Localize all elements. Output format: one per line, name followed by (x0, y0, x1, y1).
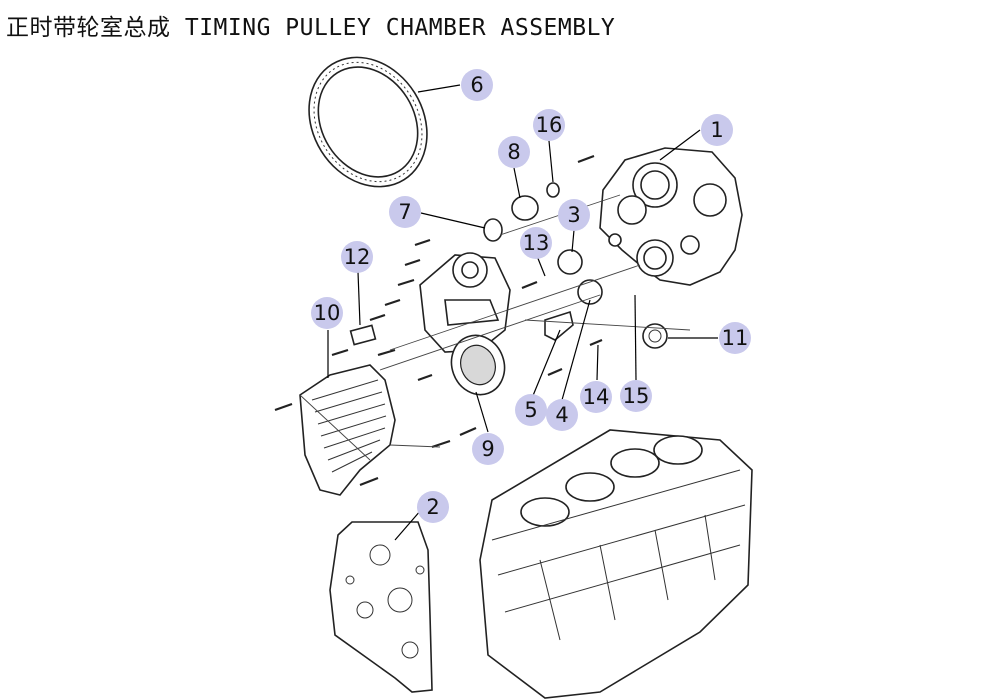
callout-9: 9 (472, 433, 504, 465)
callout-16: 16 (533, 109, 565, 141)
engine-block-illustration (479, 429, 753, 699)
callout-number: 13 (523, 231, 550, 255)
callout-6: 6 (461, 69, 493, 101)
callout-number: 10 (314, 301, 341, 325)
callout-15: 15 (620, 380, 652, 412)
callout-number: 6 (470, 73, 483, 97)
callout-number: 9 (481, 437, 494, 461)
callout-8: 8 (498, 136, 530, 168)
small-parts-illustration (349, 182, 668, 349)
callout-number: 1 (710, 118, 723, 142)
callout-number: 7 (398, 200, 411, 224)
callout-7: 7 (389, 196, 421, 228)
timing-cover-illustration (299, 364, 396, 496)
callout-1: 1 (701, 114, 733, 146)
callout-14: 14 (580, 381, 612, 413)
gasket-illustration (329, 521, 433, 693)
timing-belt-illustration (308, 56, 428, 188)
title-zh: 正时带轮室总成 (6, 15, 171, 41)
assembly-guide-lines (299, 194, 691, 461)
front-case-illustration (599, 147, 743, 286)
callout-13: 13 (520, 227, 552, 259)
callout-number: 2 (426, 495, 439, 519)
callout-3: 3 (558, 199, 590, 231)
page-title: 正时带轮室总成 TIMING PULLEY CHAMBER ASSEMBLY (6, 8, 615, 42)
leader-lines (327, 84, 718, 541)
callout-number: 14 (583, 385, 610, 409)
callout-2: 2 (417, 491, 449, 523)
pulley-plate-illustration (450, 334, 506, 396)
callout-number: 4 (555, 403, 568, 427)
callout-number: 12 (344, 245, 371, 269)
callout-number: 16 (536, 113, 563, 137)
pump-bracket-illustration (419, 252, 511, 353)
callout-number: 5 (524, 398, 537, 422)
callout-12: 12 (341, 241, 373, 273)
callout-10: 10 (311, 297, 343, 329)
callout-number: 15 (623, 384, 650, 408)
bolts-illustration (274, 154, 603, 487)
callout-number: 3 (567, 203, 580, 227)
title-en: TIMING PULLEY CHAMBER ASSEMBLY (184, 15, 616, 41)
callout-number: 8 (507, 140, 520, 164)
callout-5: 5 (515, 394, 547, 426)
callout-number: 11 (722, 326, 749, 350)
callout-11: 11 (719, 322, 751, 354)
callout-4: 4 (546, 399, 578, 431)
